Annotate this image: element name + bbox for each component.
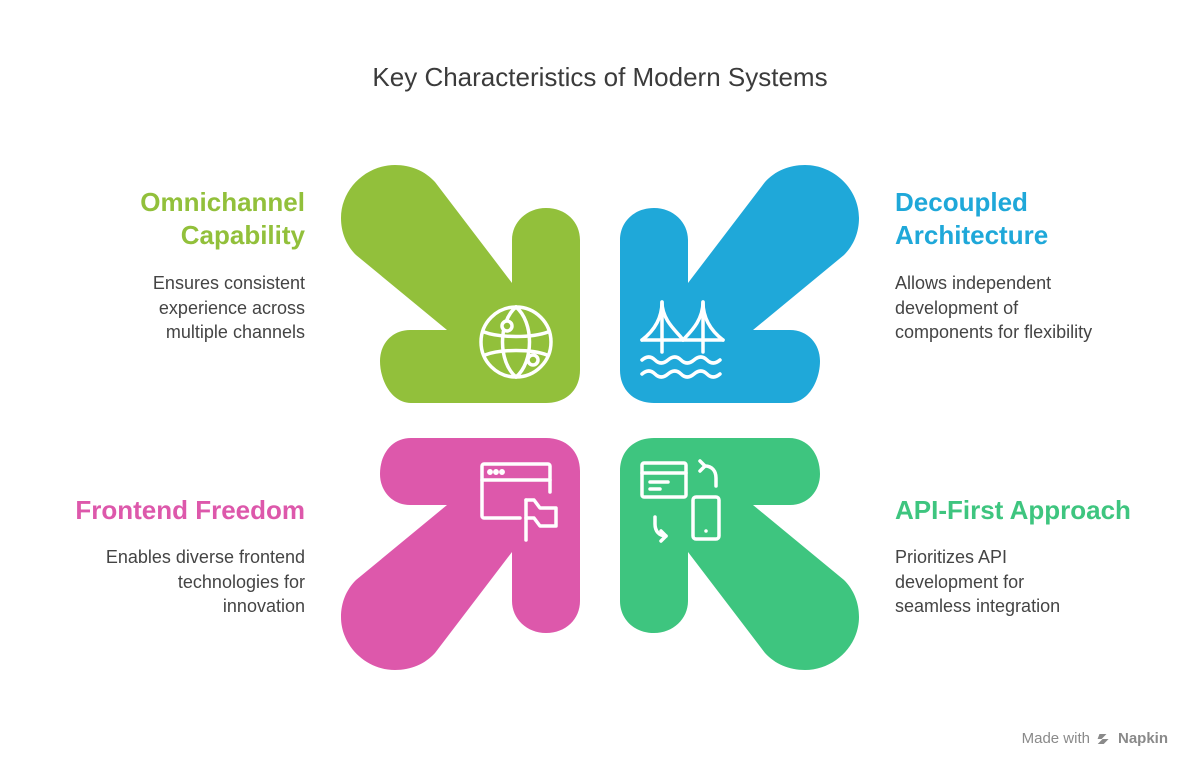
- frontend-desc-line1: Enables diverse frontend: [105, 547, 305, 567]
- api-first-heading: API-First Approach: [895, 494, 1131, 527]
- omnichannel-heading-line1: Omnichannel: [140, 187, 305, 217]
- browser-flag-icon: [480, 462, 558, 542]
- omnichannel-desc-line3: multiple channels: [165, 322, 305, 342]
- omnichannel-desc-line1: Ensures consistent: [152, 273, 305, 293]
- frontend-heading: Frontend Freedom: [75, 494, 305, 527]
- decoupled-heading-line1: Decoupled: [895, 187, 1028, 217]
- decoupled-description: Allows independent development of compon…: [895, 271, 1092, 345]
- frontend-arrow: [341, 438, 580, 670]
- napkin-brand: Napkin: [1117, 730, 1168, 747]
- frontend-desc-line2: technologies for: [177, 571, 305, 592]
- frontend-description: Enables diverse frontend technologies fo…: [106, 545, 305, 619]
- bridge-icon: [640, 300, 725, 379]
- omnichannel-desc-line2: experience across: [158, 297, 305, 318]
- api-first-heading-line1: API-First Approach: [895, 495, 1131, 525]
- omnichannel-description: Ensures consistent experience across mul…: [153, 271, 305, 345]
- napkin-logo-icon: [1097, 733, 1109, 744]
- frontend-heading-line1: Frontend Freedom: [75, 495, 305, 525]
- decoupled-desc-line3: components for flexibility: [895, 322, 1093, 342]
- decoupled-desc-line1: Allows independent: [895, 273, 1052, 293]
- omnichannel-arrow: [341, 165, 580, 403]
- api-first-desc-line2: development for: [895, 571, 1025, 592]
- page-title: Key Characteristics of Modern Systems: [372, 62, 828, 92]
- omnichannel-heading: Omnichannel Capability: [140, 186, 305, 252]
- decoupled-desc-line2: development of: [895, 297, 1019, 318]
- window-device-sync-icon: [640, 459, 721, 543]
- made-with-napkin[interactable]: Made with Napkin: [1022, 730, 1168, 747]
- globe-network-icon: [479, 305, 553, 379]
- decoupled-heading: Decoupled Architecture: [895, 186, 1048, 252]
- frontend-desc-line3: innovation: [222, 596, 305, 616]
- decoupled-heading-line2: Architecture: [895, 220, 1049, 250]
- api-first-desc-line1: Prioritizes API: [895, 547, 1008, 567]
- decoupled-arrow: [620, 165, 859, 403]
- api-first-description: Prioritizes API development for seamless…: [895, 545, 1060, 619]
- made-with-label: Made with: [1021, 730, 1090, 747]
- api-first-desc-line3: seamless integration: [895, 596, 1061, 616]
- omnichannel-heading-line2: Capability: [180, 220, 305, 250]
